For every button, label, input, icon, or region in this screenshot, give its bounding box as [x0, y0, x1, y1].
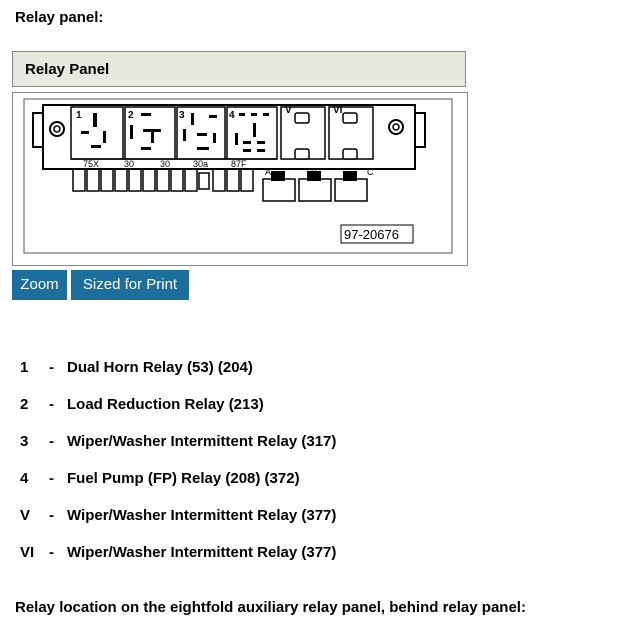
zoom-button[interactable]: Zoom: [12, 270, 67, 300]
svg-text:30: 30: [124, 159, 134, 169]
legend-description: Wiper/Washer Intermittent Relay (377): [67, 507, 337, 524]
svg-text:VI: VI: [333, 105, 343, 116]
relay-slot-v: V: [280, 105, 326, 160]
svg-text:A: A: [265, 167, 271, 177]
legend-description: Dual Horn Relay (53) (204): [67, 359, 253, 376]
legend-item: 3 - Wiper/Washer Intermittent Relay (317…: [0, 430, 620, 467]
svg-text:3: 3: [179, 110, 185, 121]
figure-id-label: 97-20676: [344, 227, 399, 242]
panel-title-bar: Relay Panel: [12, 51, 466, 87]
relay-slot-4: 4: [226, 106, 278, 160]
legend-description: Fuel Pump (FP) Relay (208) (372): [67, 470, 300, 487]
connector-group: A B C: [262, 167, 374, 202]
legend-item: 2 - Load Reduction Relay (213): [0, 393, 620, 430]
legend-separator: -: [49, 507, 54, 524]
legend-separator: -: [49, 433, 54, 450]
legend-separator: -: [49, 544, 54, 561]
svg-text:87F: 87F: [231, 159, 247, 169]
legend-number: V: [20, 507, 31, 524]
legend-separator: -: [49, 470, 54, 487]
svg-text:75X: 75X: [83, 159, 99, 169]
diagram-frame: [23, 98, 453, 254]
legend-description: Wiper/Washer Intermittent Relay (377): [67, 544, 337, 561]
relay-slot-3: 3: [176, 106, 226, 160]
svg-text:1: 1: [76, 110, 82, 121]
svg-text:4: 4: [229, 110, 235, 121]
relay-legend-list: 1 - Dual Horn Relay (53) (204) 2 - Load …: [0, 356, 620, 578]
legend-separator: -: [49, 359, 54, 376]
legend-separator: -: [49, 396, 54, 413]
svg-text:C: C: [367, 167, 374, 177]
terminal-blades: [72, 168, 254, 192]
legend-number: 3: [20, 433, 29, 450]
legend-number: 1: [20, 359, 29, 376]
section-heading: Relay panel:: [15, 9, 104, 26]
legend-item: V - Wiper/Washer Intermittent Relay (377…: [0, 504, 620, 541]
panel-title: Relay Panel: [25, 61, 110, 78]
relay-panel-figure: 1 2 3 4: [12, 92, 468, 266]
svg-text:30: 30: [160, 159, 170, 169]
svg-text:30a: 30a: [193, 159, 208, 169]
legend-item: VI - Wiper/Washer Intermittent Relay (37…: [0, 541, 620, 578]
legend-number: VI: [20, 544, 35, 561]
relay-slot-vi: VI: [328, 105, 374, 160]
legend-number: 4: [20, 470, 29, 487]
relay-panel-diagram: 1 2 3 4: [23, 98, 453, 254]
legend-number: 2: [20, 396, 29, 413]
legend-description: Wiper/Washer Intermittent Relay (317): [67, 433, 337, 450]
mounting-hole-right: [388, 119, 404, 135]
legend-item: 1 - Dual Horn Relay (53) (204): [0, 356, 620, 393]
sized-for-print-button[interactable]: Sized for Print: [71, 270, 189, 300]
auxiliary-panel-heading: Relay location on the eightfold auxiliar…: [15, 599, 526, 616]
legend-item: 4 - Fuel Pump (FP) Relay (208) (372): [0, 467, 620, 504]
figure-id-box: [340, 224, 414, 244]
mounting-hole-left: [49, 121, 65, 137]
legend-description: Load Reduction Relay (213): [67, 396, 264, 413]
svg-text:2: 2: [128, 110, 134, 121]
svg-text:V: V: [285, 105, 292, 116]
